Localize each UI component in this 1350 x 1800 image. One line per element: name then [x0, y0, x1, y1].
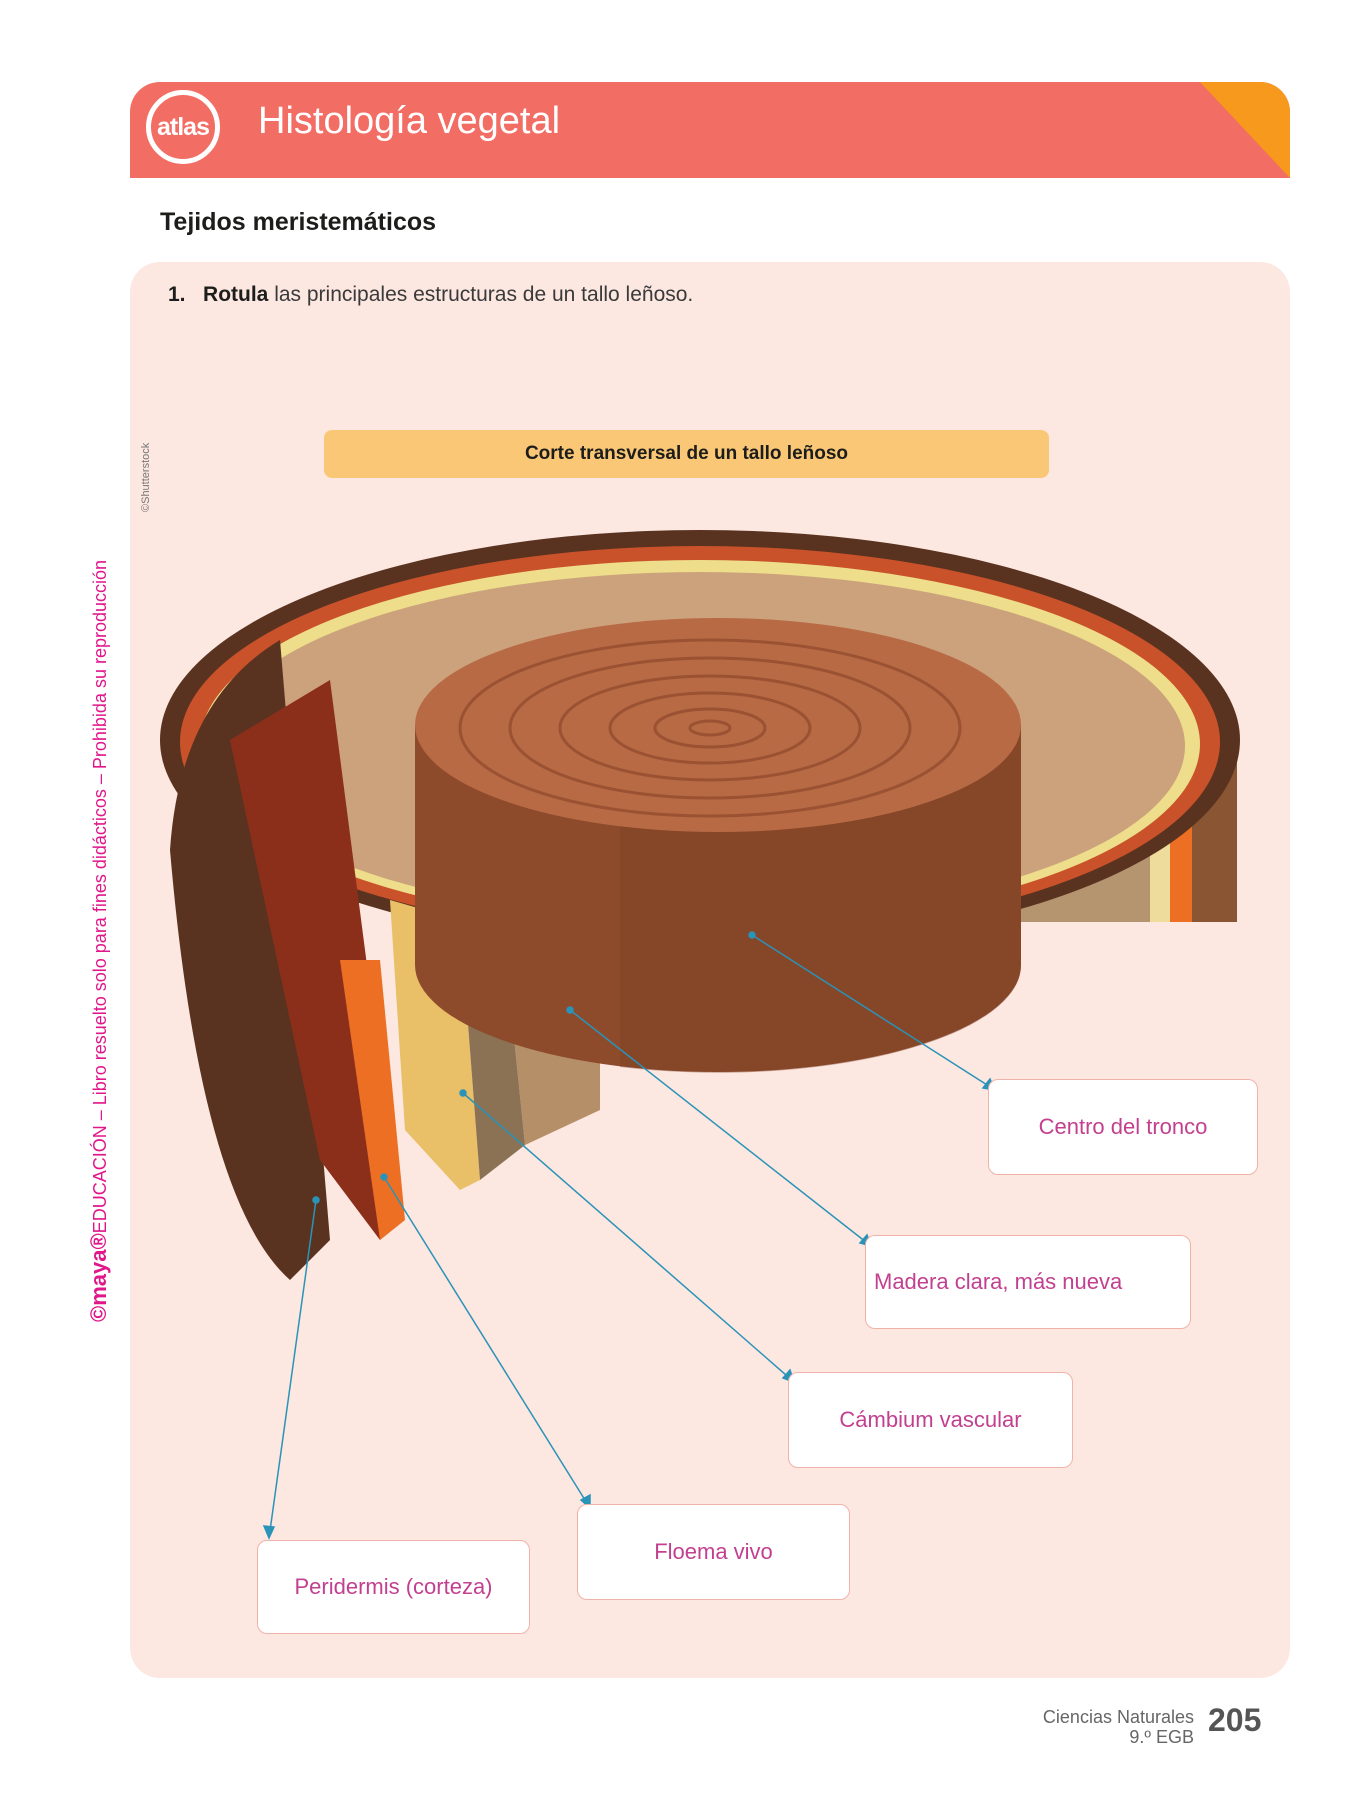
label-cambium-vascular[interactable]: Cámbium vascular	[788, 1372, 1073, 1468]
label-peridermis[interactable]: Peridermis (corteza)	[257, 1540, 530, 1634]
page-number: 205	[1208, 1702, 1262, 1738]
label-floema-vivo[interactable]: Floema vivo	[577, 1504, 850, 1600]
chapter-header: atlas Histología vegetal	[130, 82, 1290, 178]
label-madera-clara[interactable]: Madera clara, más nueva	[865, 1235, 1191, 1329]
header-corner-accent	[1200, 82, 1290, 178]
atlas-logo: atlas	[146, 90, 220, 164]
section-title: Tejidos meristemáticos	[160, 208, 437, 236]
instruction: 1. Rotula las principales estructuras de…	[168, 283, 694, 306]
chapter-title: Histología vegetal	[258, 100, 561, 142]
figure-banner: Corte transversal de un tallo leñoso	[324, 430, 1049, 478]
label-centro-del-tronco[interactable]: Centro del tronco	[988, 1079, 1258, 1175]
